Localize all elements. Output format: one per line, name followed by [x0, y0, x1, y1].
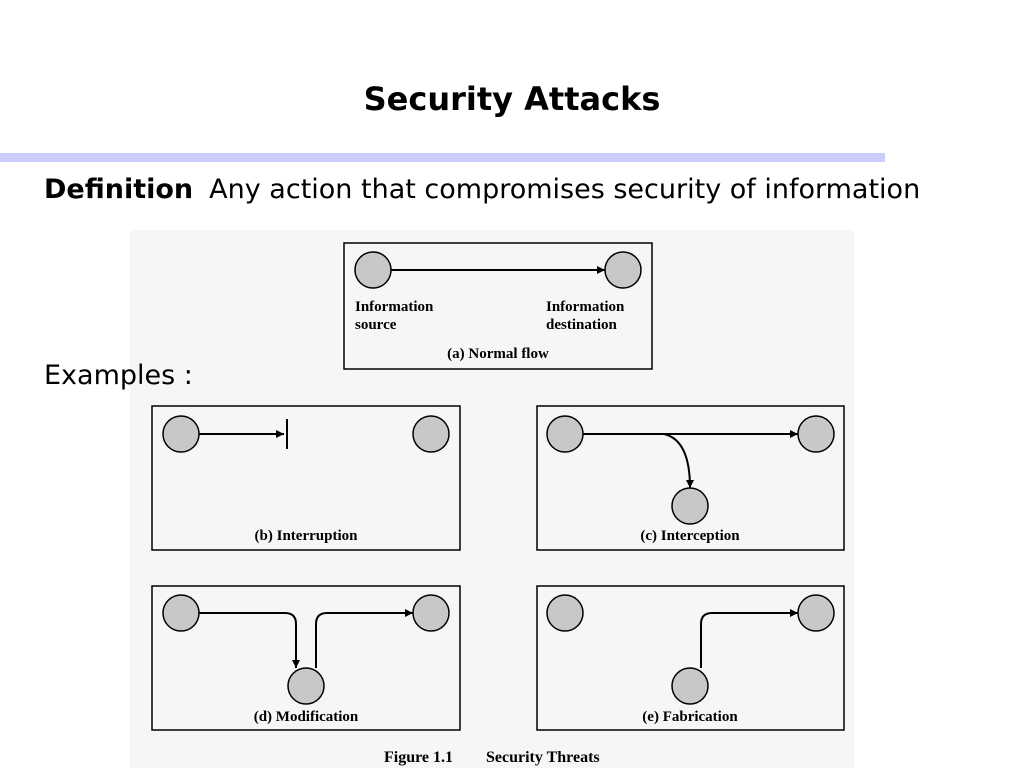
examples-label: Examples : [44, 360, 193, 391]
security-threats-figure: Information source Information destinati… [130, 230, 854, 768]
interceptor-node [671, 487, 709, 525]
definition-line: Definition Any action that compromises se… [44, 174, 920, 205]
title-divider [0, 153, 885, 162]
panel-normal-flow-frame [343, 242, 653, 370]
destination-label-line1: Information [546, 299, 625, 315]
panel-normal-flow: Information source Information destinati… [343, 242, 653, 370]
information-destination-node [604, 251, 642, 289]
slide-title: Security Attacks [363, 80, 661, 118]
panel-interruption: (b) Interruption [151, 405, 461, 551]
caption-fabrication: (e) Fabrication [642, 709, 738, 725]
modification-inbound-arrow [199, 612, 300, 668]
source-label-line1: Information [355, 299, 434, 315]
information-source-node [354, 251, 392, 289]
caption-normal-flow: (a) Normal flow [447, 346, 549, 362]
fabricator-node [671, 667, 709, 705]
definition-text: Any action that compromises security of … [209, 174, 921, 205]
panel-fabrication: (e) Fabrication [536, 585, 845, 731]
panel-modification: (d) Modification [151, 585, 461, 731]
panel-interception: (c) Interception [536, 405, 845, 551]
destination-label-line2: destination [546, 317, 618, 333]
caption-interception: (c) Interception [640, 528, 740, 544]
figure-title: Security Threats [486, 749, 600, 766]
security-threats-diagram: Information source Information destinati… [151, 242, 845, 766]
panel-interruption-frame [151, 405, 461, 551]
caption-modification: (d) Modification [254, 709, 359, 725]
caption-interruption: (b) Interruption [255, 528, 359, 544]
fabrication-destination-node [797, 594, 835, 632]
modification-destination-node [412, 594, 450, 632]
figure-number: Figure 1.1 [384, 749, 453, 766]
fabrication-arrow [700, 609, 798, 668]
modification-outbound-arrow [315, 609, 413, 668]
interception-tap-arrow [663, 433, 694, 489]
interception-destination-node [797, 415, 835, 453]
source-label-line2: source [355, 317, 397, 333]
interception-source-node [546, 415, 584, 453]
fabrication-source-node [546, 594, 584, 632]
modifier-node [287, 667, 325, 705]
modification-source-node [162, 594, 200, 632]
interruption-source-node [162, 415, 200, 453]
definition-term: Definition [44, 174, 194, 205]
interruption-destination-node [412, 415, 450, 453]
